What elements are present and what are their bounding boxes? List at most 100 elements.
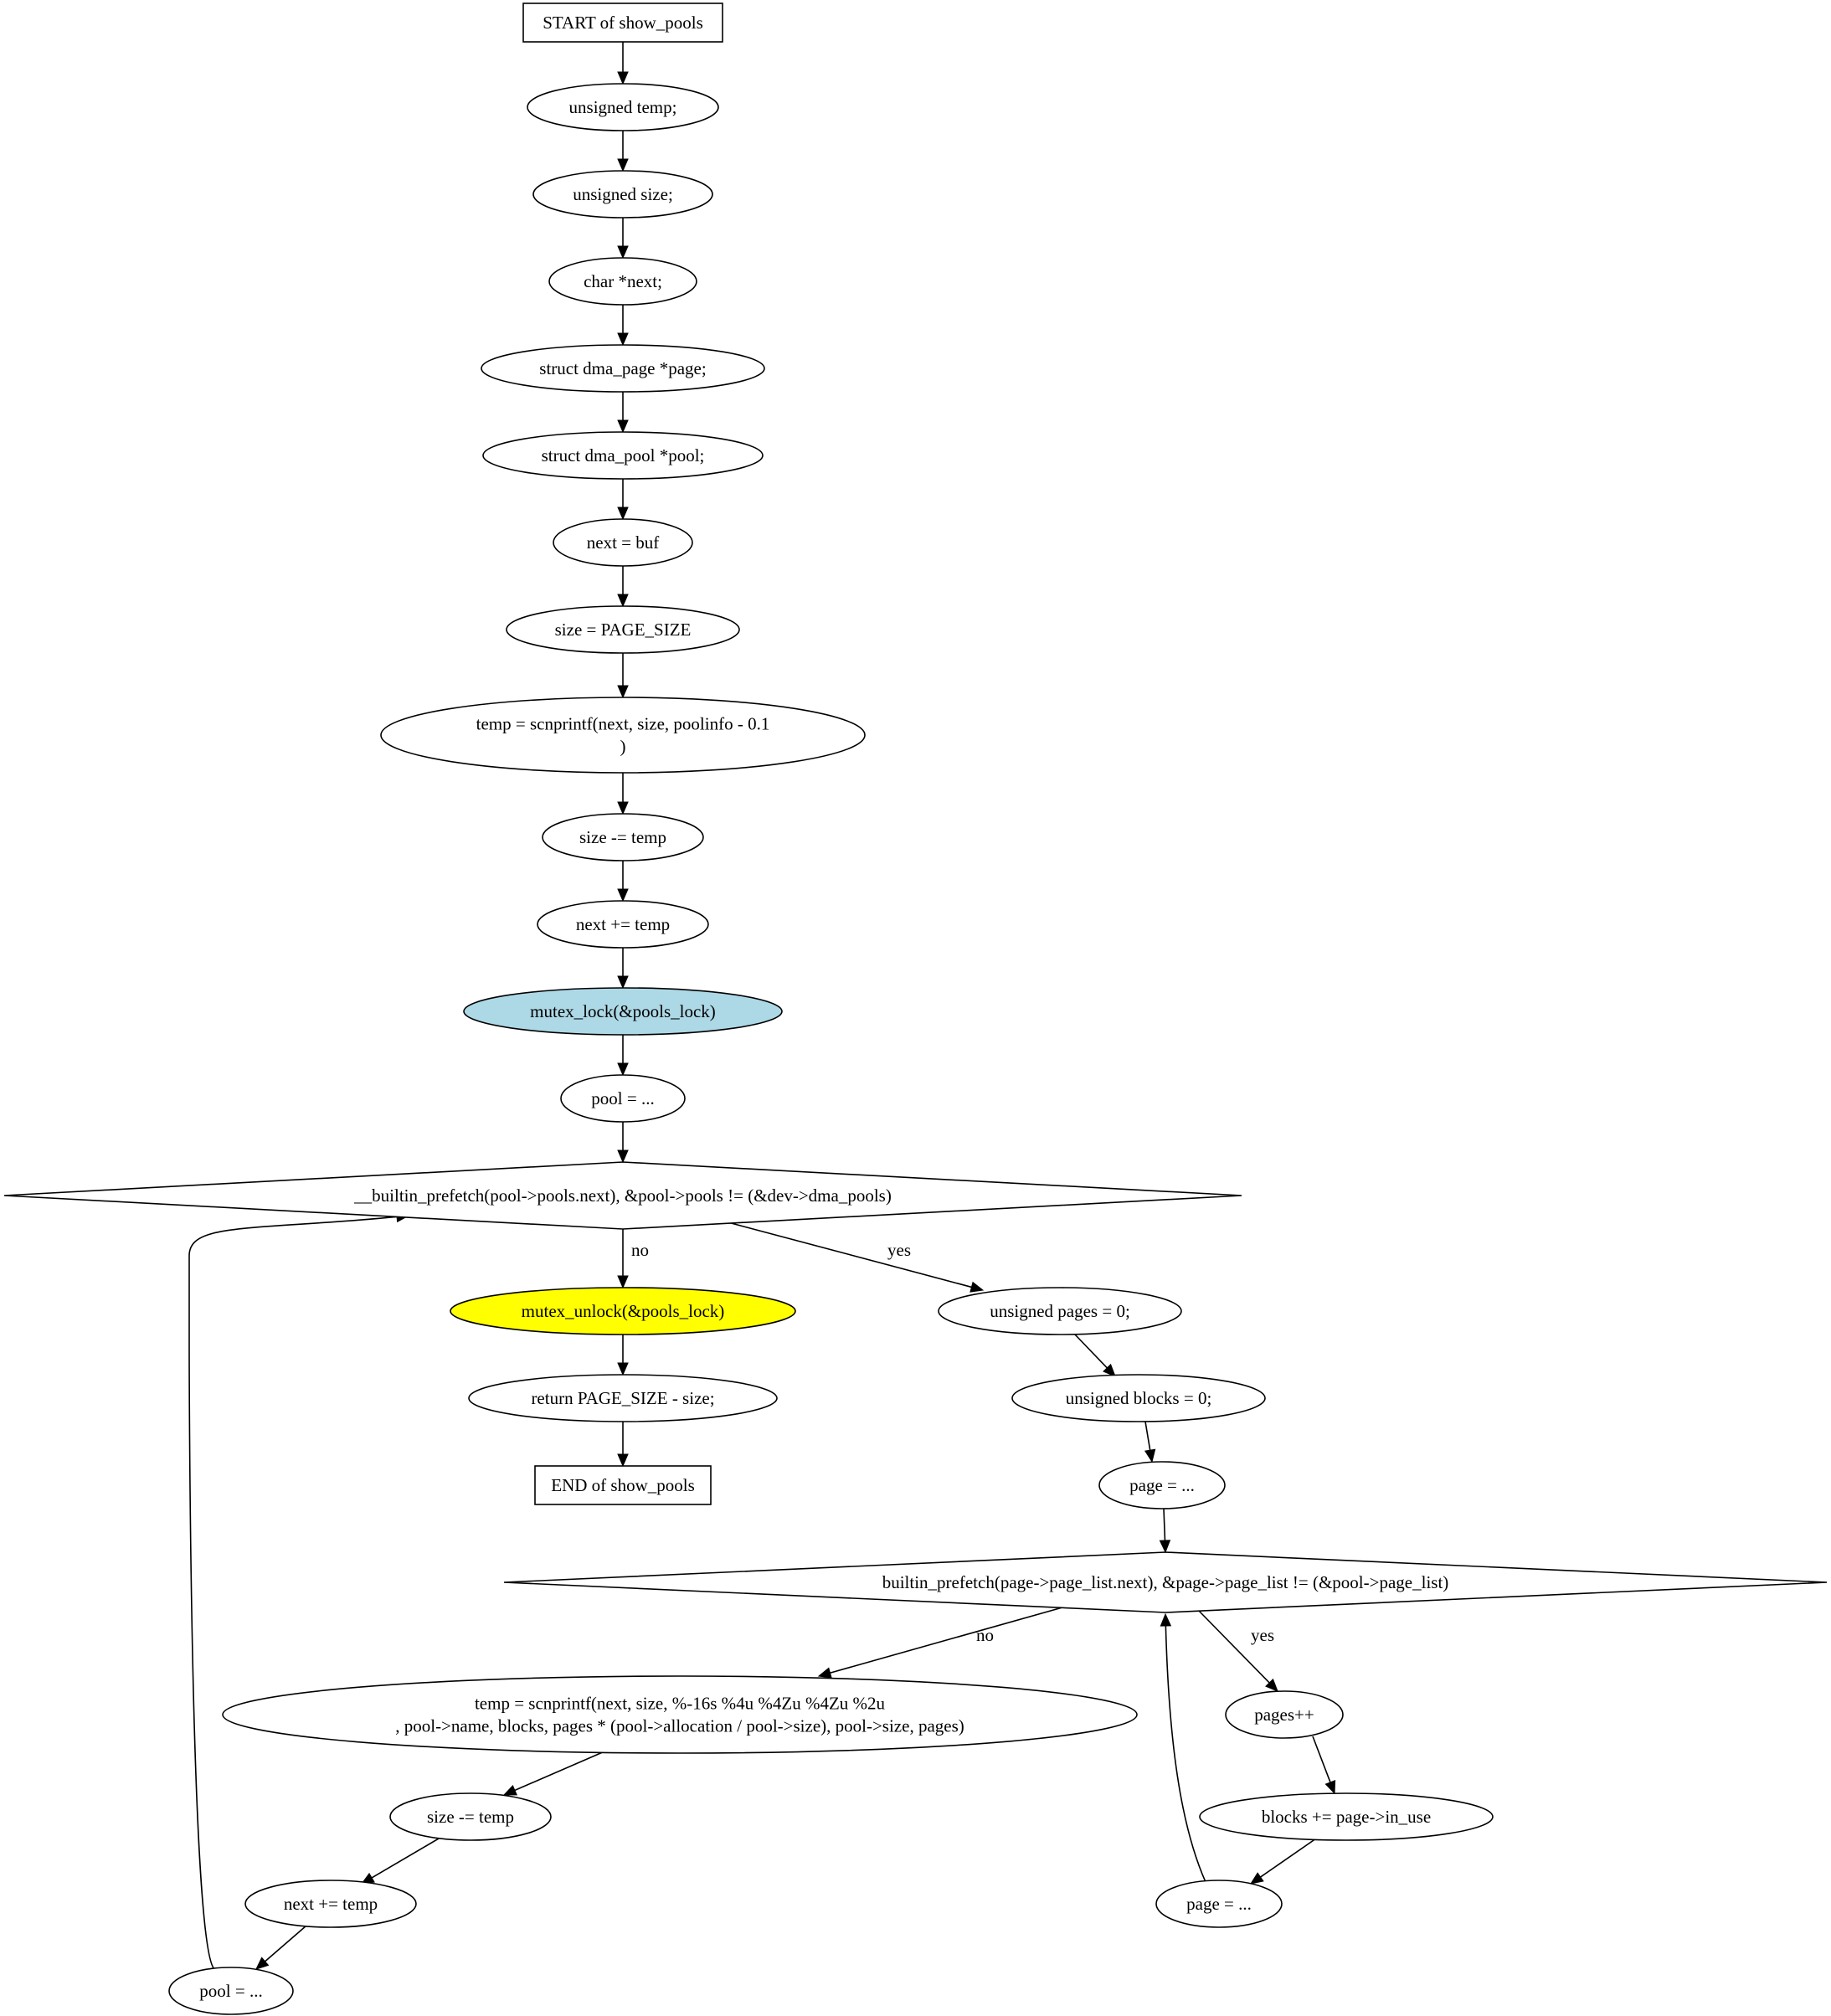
pool-cond-node: __builtin_prefetch(pool->pools.next), &p… [3, 1161, 1242, 1230]
edge-start-to-temp-decl [617, 42, 629, 85]
arrowhead [1265, 1678, 1278, 1692]
arrowhead [617, 158, 629, 172]
node-label: size -= temp [579, 827, 666, 847]
pool-next-node: pool = ... [168, 1967, 294, 2015]
edge-line [369, 1838, 440, 1880]
next-add1-node: next += temp [537, 900, 709, 949]
ellipse-shape [938, 1287, 1182, 1335]
arrowhead [1324, 1780, 1336, 1795]
edge-next-add2-to-pool-next [255, 1925, 307, 1970]
arrowhead [617, 245, 629, 260]
node-label: pool = ... [591, 1088, 654, 1108]
pages-inc-node: pages++ [1225, 1690, 1344, 1739]
edge-line [1258, 1838, 1317, 1879]
ellipse-shape [463, 987, 783, 1036]
mutex-lock-node: mutex_lock(&pools_lock) [463, 987, 783, 1036]
page-init-node: page = ... [1098, 1461, 1226, 1509]
ellipse-shape [389, 1792, 552, 1841]
edge-blocks-decl-to-page-init [1144, 1421, 1156, 1463]
edges-layer: no yes no yes [188, 42, 1336, 1970]
ellipse-shape [548, 257, 697, 306]
arrowhead [617, 801, 629, 815]
edge-page-next-to-page-cond [1160, 1612, 1206, 1883]
pages-decl-node: unsigned pages = 0; [938, 1287, 1182, 1335]
edge-line [1196, 1608, 1272, 1684]
page-cond-node: builtin_prefetch(page->page_list.next), … [503, 1551, 1828, 1613]
arrowhead [617, 1362, 629, 1376]
pool-init-node: pool = ... [560, 1074, 686, 1123]
node-label: blocks += page->in_use [1262, 1807, 1431, 1827]
edge-page-decl-to-pool-decl [617, 392, 629, 434]
node-label: END of show_pools [551, 1475, 695, 1495]
edge-size-page-to-scnprintf1 [617, 653, 629, 699]
edge-blocks-add-to-page-next [1249, 1838, 1317, 1885]
edge-return-stmt-to-end [617, 1422, 629, 1468]
node-label: ) [620, 737, 626, 757]
edge-scnprintf1-to-size-sub1 [617, 773, 629, 815]
node-label: unsigned temp; [569, 97, 677, 117]
ellipse-shape [468, 1374, 778, 1422]
arrowhead [502, 1785, 517, 1796]
arrowhead [1160, 1612, 1172, 1627]
edge-pool-decl-to-next-buf [617, 479, 629, 521]
diamond-shape [3, 1161, 1242, 1230]
node-label: mutex_unlock(&pools_lock) [522, 1301, 725, 1321]
page-next-node: page = ... [1155, 1880, 1283, 1928]
node-label: struct dma_page *page; [539, 358, 706, 378]
size-sub2-node: size -= temp [389, 1792, 552, 1841]
edge-size-decl-to-next-decl [617, 218, 629, 260]
blocks-decl-node: unsigned blocks = 0; [1011, 1374, 1266, 1422]
edge-scnprintf2-to-size-sub2 [502, 1751, 605, 1796]
node-label: next = buf [587, 532, 660, 553]
edge-page-cond-to-pages-inc: yes [1196, 1608, 1278, 1692]
next-add2-node: next += temp [244, 1880, 417, 1928]
edge-page-cond-to-scnprintf2: no [817, 1605, 1069, 1679]
node-label: temp = scnprintf(next, size, %-16s %4u %… [475, 1694, 886, 1714]
ellipse-shape [168, 1967, 294, 2015]
pool-decl-node: struct dma_pool *pool; [482, 431, 764, 480]
page-decl-node: struct dma_page *page; [481, 344, 765, 393]
node-label: , pool->name, blocks, pages * (pool->all… [395, 1716, 964, 1736]
ellipse-shape [560, 1074, 686, 1123]
ellipse-shape [1098, 1461, 1226, 1509]
edge-label: yes [887, 1240, 911, 1260]
edge-next-buf-to-size-page [617, 566, 629, 608]
scnprintf1-node: temp = scnprintf(next, size, poolinfo - … [380, 697, 866, 774]
node-label: mutex_lock(&pools_lock) [530, 1001, 716, 1021]
node-label: temp = scnprintf(next, size, poolinfo - … [476, 714, 770, 734]
start-node: START of show_pools [522, 3, 723, 43]
nodes-layer: START of show_pools unsigned temp; unsigne… [3, 3, 1828, 2015]
edge-pool-cond-to-mutex-unlock: no [617, 1229, 649, 1289]
arrowhead [617, 594, 629, 608]
arrowhead [1249, 1872, 1264, 1885]
box-shape [522, 3, 723, 43]
ellipse-shape [542, 813, 704, 861]
edge-label: no [631, 1240, 649, 1260]
diamond-shape [503, 1551, 1828, 1613]
edge-pool-cond-to-pages-decl: yes [721, 1220, 985, 1293]
end-node: END of show_pools [534, 1465, 712, 1505]
arrowhead [617, 1149, 629, 1164]
node-label: unsigned size; [573, 184, 673, 204]
arrowhead [1144, 1448, 1156, 1463]
mutex-unlock-node: mutex_unlock(&pools_lock) [450, 1287, 796, 1335]
ellipse-shape [1155, 1880, 1283, 1928]
arrowhead [617, 888, 629, 903]
edge-label: yes [1251, 1625, 1274, 1645]
edge-line [512, 1751, 605, 1792]
edge-page-init-to-page-cond [1159, 1508, 1171, 1554]
arrowhead [617, 685, 629, 699]
arrowhead [255, 1957, 270, 1970]
node-label: return PAGE_SIZE - size; [531, 1388, 714, 1408]
ellipse-shape [482, 431, 764, 480]
node-label: builtin_prefetch(page->page_list.next), … [882, 1572, 1449, 1592]
edge-mutex-lock-to-pool-init [617, 1035, 629, 1077]
size-decl-node: unsigned size; [532, 170, 713, 219]
size-page-node: size = PAGE_SIZE [506, 605, 740, 654]
edge-next-decl-to-page-decl [617, 305, 629, 347]
ellipse-shape [450, 1287, 796, 1335]
edge-line [1144, 1421, 1151, 1453]
edge-line [1312, 1736, 1332, 1785]
ellipse-shape [1199, 1792, 1494, 1841]
arrowhead [617, 71, 629, 85]
